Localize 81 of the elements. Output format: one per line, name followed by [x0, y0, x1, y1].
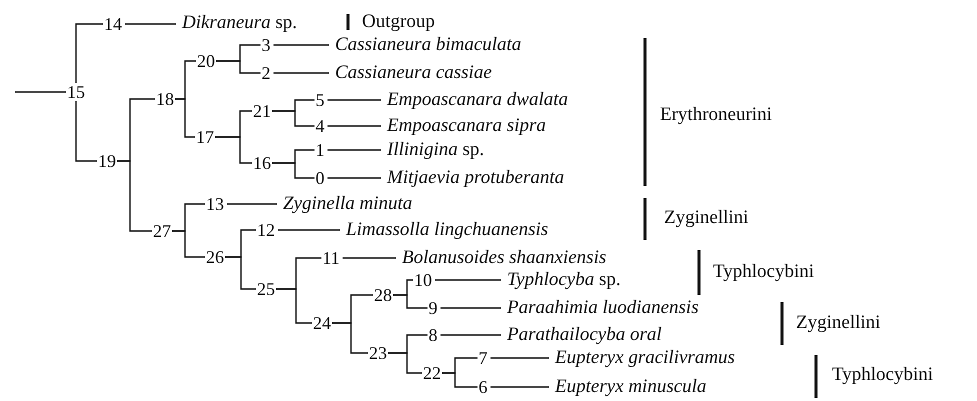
branch-line: [276, 288, 312, 324]
taxon-name: Bolanusoides shaanxiensis: [402, 248, 606, 268]
taxon-name: Empoascanara dwalata: [387, 90, 568, 110]
node-number: 20: [197, 52, 215, 70]
node-number: 17: [196, 128, 214, 146]
node-number: 25: [257, 280, 275, 298]
branch-line: [440, 334, 501, 336]
branch-line: [278, 229, 340, 231]
node-number: 2: [262, 64, 270, 82]
clade-label: Typhlocybini: [713, 262, 814, 282]
node-number: 24: [313, 314, 331, 332]
branch-line: [175, 98, 195, 138]
node-number: 5: [316, 91, 324, 109]
root-line: [15, 91, 66, 93]
taxon-name: Cassianeura cassiae: [335, 63, 492, 83]
node-number: 27: [153, 222, 171, 240]
node-number: 10: [414, 271, 432, 289]
branch-line: [75, 23, 103, 83]
branch-line: [328, 99, 381, 101]
clade-label: Outgroup: [362, 12, 435, 32]
node-number: 15: [67, 83, 85, 101]
node-number: 0: [316, 169, 324, 187]
node-number: 19: [98, 152, 116, 170]
branch-line: [442, 372, 478, 388]
node-number: 4: [316, 117, 324, 135]
branch-line: [490, 357, 549, 359]
branch-line: [274, 44, 329, 46]
branch-line: [125, 23, 176, 25]
taxon-name: Dikraneura sp.: [182, 13, 298, 33]
branch-line: [75, 101, 97, 162]
branch-line: [225, 256, 256, 290]
node-number: 6: [478, 378, 488, 396]
node-number: 13: [206, 195, 224, 213]
node-number: 9: [428, 299, 438, 317]
node-number: 18: [156, 90, 174, 108]
node-number: 8: [428, 326, 438, 344]
taxon-name: Typhlocyba sp.: [507, 270, 621, 290]
taxon-name: Paraahimia luodianensis: [507, 298, 699, 318]
node-number: 3: [262, 36, 270, 54]
node-number: 28: [374, 286, 392, 304]
branch-line: [172, 230, 205, 258]
taxon-name: Cassianeura bimaculata: [335, 35, 522, 55]
taxon-name: Limassolla lingchuanensis: [346, 220, 548, 240]
clade-label: Zyginellini: [796, 313, 880, 333]
taxon-name: Zyginella minuta: [283, 194, 412, 214]
node-number: 14: [104, 15, 122, 33]
node-number: 23: [369, 344, 387, 362]
branch-line: [274, 72, 329, 74]
branch-line: [440, 307, 501, 309]
branch-line: [435, 279, 501, 281]
branch-line: [216, 60, 260, 74]
node-number: 26: [206, 248, 224, 266]
taxon-name: Eupteryx minuscula: [555, 377, 706, 397]
node-number: 21: [253, 102, 271, 120]
taxon-name: Empoascanara sipra: [387, 116, 546, 136]
clade-label: Erythroneurini: [660, 105, 772, 125]
branch-line: [342, 257, 396, 259]
node-number: 11: [322, 249, 340, 267]
branch-line: [328, 125, 381, 127]
node-number: 1: [316, 141, 324, 159]
branch-line: [272, 110, 314, 127]
clade-label: Zyginellini: [664, 208, 748, 228]
branch-line: [388, 352, 422, 374]
branch-line: [227, 203, 277, 205]
node-number: 7: [478, 349, 488, 367]
node-number: 22: [423, 364, 441, 382]
branch-line: [272, 162, 314, 179]
branch-line: [215, 136, 252, 164]
branch-line: [328, 149, 381, 151]
taxon-name: Illinigina sp.: [387, 140, 484, 160]
node-number: 12: [257, 221, 275, 239]
branch-line: [393, 294, 428, 309]
clade-label: Typhlocybini: [832, 365, 934, 385]
branch-line: [332, 322, 368, 354]
branch-line: [328, 177, 381, 179]
taxon-name: Parathailocyba oral: [507, 325, 662, 345]
taxon-name: Eupteryx gracilivramus: [555, 348, 735, 368]
taxon-name: Mitjaevia protuberanta: [387, 168, 564, 188]
branch-line: [490, 386, 549, 388]
node-number: 16: [253, 154, 271, 172]
branch-line: [117, 160, 152, 232]
